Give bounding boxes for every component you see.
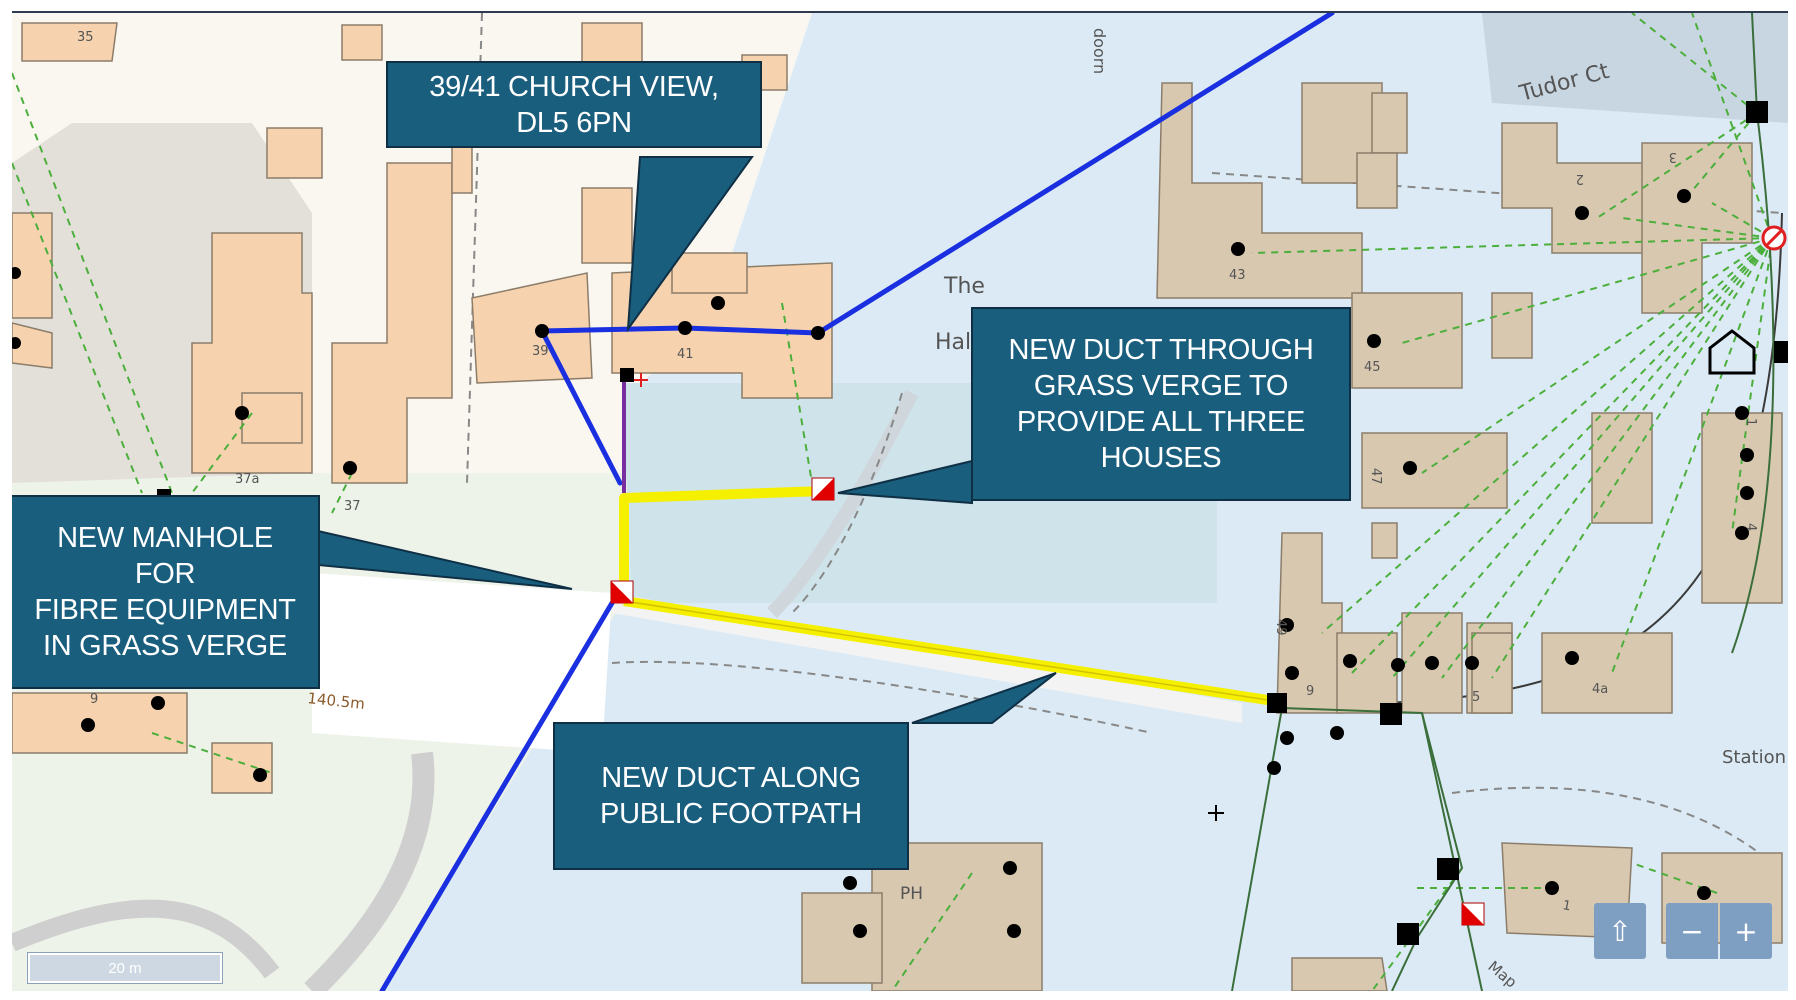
callout-duct-verge: NEW DUCT THROUGH GRASS VERGE TO PROVIDE … [971, 307, 1351, 501]
zoom-in-button[interactable]: + [1720, 903, 1772, 959]
footpath-grey-2 [12, 899, 280, 979]
map-viewport[interactable]: The Hall Tudor Ct Station PH 140.5m door… [12, 11, 1788, 991]
house-number: 1 [1743, 418, 1758, 426]
callout-line: NEW MANHOLE FOR [57, 522, 273, 590]
house-number: 5 [1472, 690, 1480, 705]
house-number: 4a [1592, 682, 1608, 697]
house-number: 47 [1368, 468, 1383, 485]
survey-cross-icon-2 [1208, 805, 1224, 821]
property-dots [12, 189, 1754, 938]
minus-icon: − [1680, 914, 1704, 948]
house-number: 2 [1576, 171, 1584, 186]
fibre-drop-lines [12, 13, 1773, 991]
road-junction [312, 573, 612, 753]
house-number: 37a [235, 472, 260, 487]
callout-duct-footpath: NEW DUCT ALONG PUBLIC FOOTPATH [553, 722, 909, 870]
house-number: 43 [1229, 268, 1246, 283]
callout-line: IN GRASS VERGE [43, 630, 287, 662]
scale-bar-label: 20 m [108, 959, 142, 977]
callout-line: HOUSES [1100, 442, 1222, 474]
buildings-east [801, 82, 1783, 991]
label-doorn: doorn [1090, 28, 1109, 74]
label-hall: Hall [935, 330, 977, 355]
callout-line: PROVIDE ALL THREE [1016, 406, 1306, 438]
up-arrow-icon: ⇧ [1608, 914, 1632, 948]
label-spot-height: 140.5m [307, 689, 366, 713]
house-number: 45 [1364, 360, 1381, 375]
house-number: 9 [1306, 684, 1314, 699]
house-number: 35 [77, 30, 94, 45]
buildings-west [12, 22, 833, 794]
callout-manhole: NEW MANHOLE FOR FIBRE EQUIPMENT IN GRASS… [12, 495, 320, 689]
callout-line: NEW DUCT THROUGH [1008, 334, 1314, 366]
callout-line: GRASS VERGE TO [1033, 370, 1289, 402]
manhole-markers [610, 477, 1485, 926]
house-number: 3 [1669, 149, 1677, 164]
house-number: 39 [532, 344, 549, 359]
tudor-court-road [1482, 13, 1788, 123]
no-entry-icon [1761, 225, 1787, 251]
zoom-out-button[interactable]: − [1666, 903, 1718, 959]
callout-line: NEW DUCT ALONG [601, 762, 861, 794]
house-number: 37 [344, 499, 361, 514]
callout-line: FIBRE EQUIPMENT [34, 594, 296, 626]
footpath-grey [304, 751, 435, 991]
house-number: 4 [1743, 523, 1758, 531]
label-the: The [943, 274, 985, 299]
plus-icon: + [1734, 914, 1758, 948]
survey-cross-icon [634, 373, 648, 387]
house-number: 9 [90, 692, 98, 707]
pan-up-button[interactable]: ⇧ [1594, 903, 1646, 959]
house-symbol-icon [1708, 329, 1756, 375]
duct-outline [623, 600, 1275, 702]
label-station: Station [1722, 747, 1786, 768]
label-ph: PH [900, 884, 923, 904]
house-number: 1 [1561, 898, 1572, 914]
callout-pointers [317, 156, 1057, 724]
path-verge [767, 389, 919, 618]
house-number: 49 [1273, 619, 1288, 636]
house-number: 41 [677, 347, 694, 362]
network-cables [1231, 13, 1775, 991]
scale-bar: 20 m [28, 953, 222, 983]
callout-address: 39/41 CHURCH VIEW, DL5 6PN [386, 61, 762, 148]
callout-address-text: 39/41 CHURCH VIEW, DL5 6PN [429, 70, 719, 139]
callout-line: PUBLIC FOOTPATH [600, 798, 862, 830]
